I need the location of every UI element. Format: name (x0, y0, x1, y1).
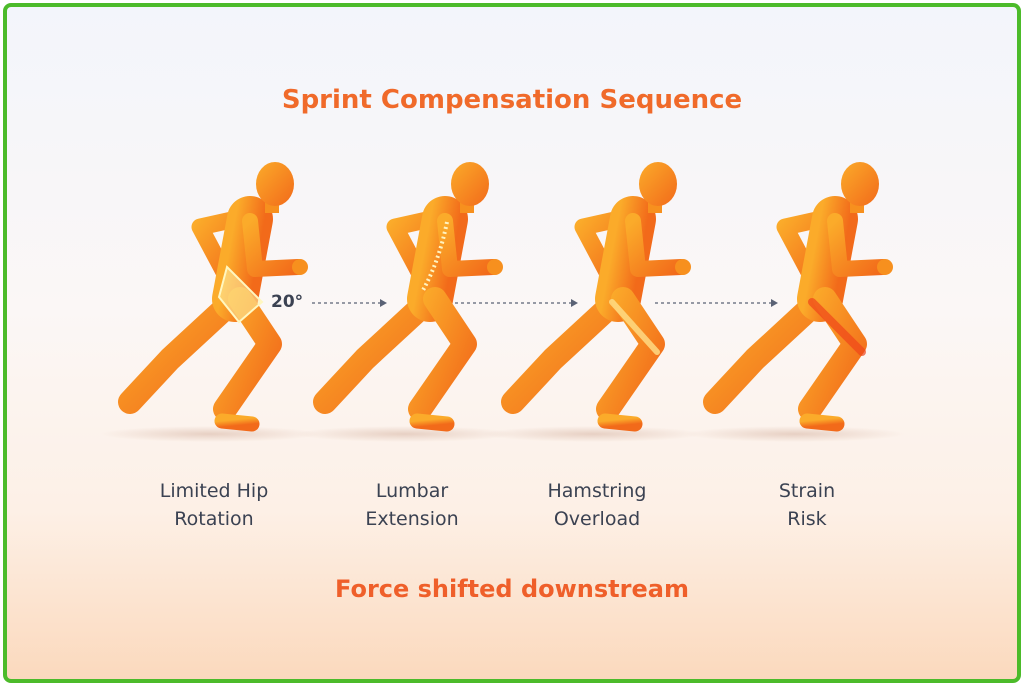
stage-label-line1: Strain (778, 480, 836, 502)
stage-label-line2: Extension (365, 508, 459, 530)
arrow-head-icon (571, 299, 578, 307)
hip-rotation-marker (217, 265, 264, 324)
runner-figure-4 (685, 162, 905, 442)
stage-label-1: Limited Hip Rotation (114, 477, 314, 533)
stage-label-line2: Overload (553, 508, 641, 530)
runner-figure-2 (295, 162, 515, 442)
arrow-head-icon (771, 299, 778, 307)
diagram-footer: Force shifted downstream (335, 575, 689, 603)
stage-label-3: Hamstring Overload (497, 477, 697, 533)
stage-label-line2: Risk (787, 508, 827, 530)
stage-label-line1: Hamstring (547, 480, 647, 502)
arrow-head-icon (380, 299, 387, 307)
stage-label-line1: Limited Hip (159, 480, 269, 502)
stage-label-2: Lumbar Extension (312, 477, 512, 533)
stage-label-line1: Lumbar (375, 480, 449, 502)
angle-label: 20° (271, 292, 304, 312)
runner-figure-3 (483, 162, 703, 442)
runner-illustration (7, 7, 1017, 679)
diagram-title: Sprint Compensation Sequence (281, 85, 743, 115)
hamstring-highlight (609, 299, 660, 355)
diagram-frame: Sprint Compensation Sequence 20° Limited… (3, 3, 1021, 683)
stage-label-4: Strain Risk (707, 477, 907, 533)
strain-highlight (808, 298, 866, 356)
stage-label-line2: Rotation (174, 508, 254, 530)
